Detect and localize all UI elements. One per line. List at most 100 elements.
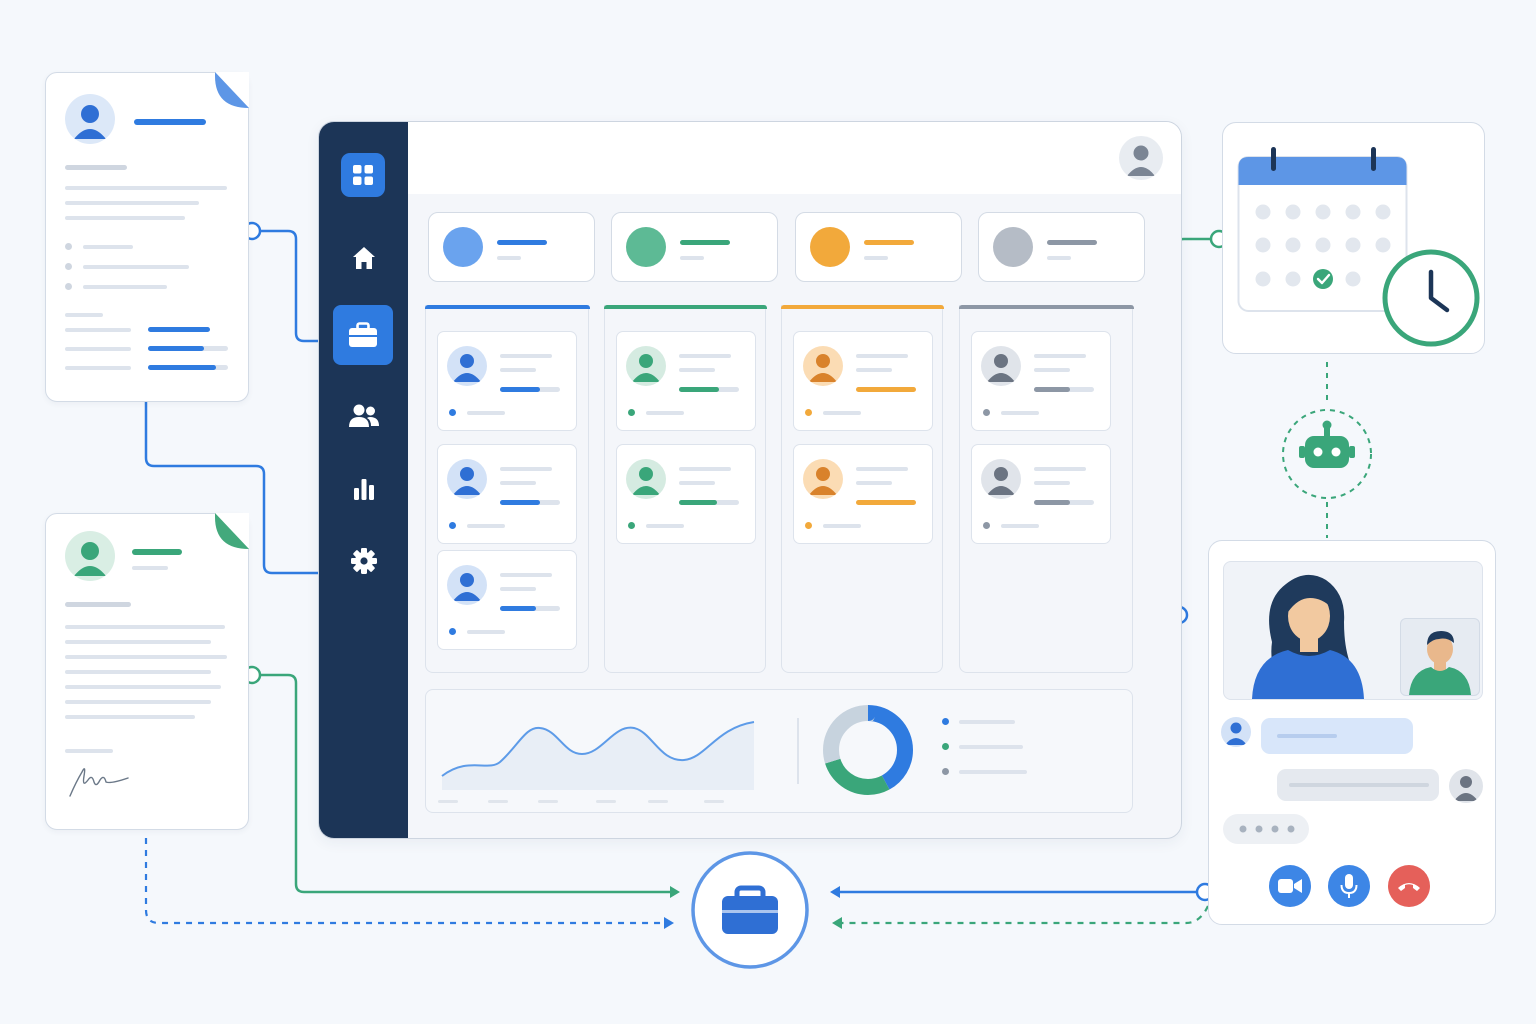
- skill-label: [65, 347, 131, 351]
- text-line: [132, 566, 168, 570]
- skill-label: [65, 366, 131, 370]
- bullet-dot: [65, 283, 72, 290]
- stat-indicator: [626, 227, 666, 267]
- candidate-card[interactable]: [437, 550, 577, 650]
- stat-card-green[interactable]: [611, 212, 778, 282]
- text-line: [65, 201, 199, 205]
- name-line: [1034, 354, 1086, 358]
- trend-line: [441, 721, 755, 777]
- mute-button[interactable]: [1328, 865, 1370, 907]
- candidate-card[interactable]: [793, 444, 933, 544]
- connector-letter-dashed-to-hub: [144, 838, 664, 925]
- recruiting-app-window: [318, 121, 1182, 839]
- connector-letter-to-hub: [252, 673, 670, 894]
- sidebar-item-candidates[interactable]: [341, 393, 387, 439]
- progress-fill: [500, 500, 540, 505]
- pipeline-column-interview: [780, 305, 944, 673]
- legend-line: [959, 745, 1023, 749]
- candidate-card[interactable]: [437, 331, 577, 431]
- status-dot: [628, 409, 635, 416]
- video-camera-icon: [1278, 879, 1302, 893]
- text-line: [65, 749, 113, 753]
- legend-line: [959, 720, 1015, 724]
- ai-assistant-node[interactable]: [1281, 408, 1373, 500]
- status-line: [823, 411, 861, 415]
- column-accent: [780, 305, 944, 309]
- resume-document[interactable]: [45, 72, 249, 402]
- text-line: [65, 715, 195, 719]
- candidate-avatar: [447, 459, 487, 499]
- stat-indicator: [810, 227, 850, 267]
- name-line: [134, 119, 206, 125]
- sidebar-item-jobs[interactable]: [333, 305, 393, 365]
- stat-value-line: [864, 240, 914, 245]
- sidebar-item-home[interactable]: [341, 235, 387, 281]
- status-dot: [449, 628, 456, 635]
- bullet-dot: [65, 263, 72, 270]
- candidate-card[interactable]: [971, 444, 1111, 544]
- chat-bubble-outgoing: [1277, 769, 1439, 801]
- progress-fill: [856, 387, 916, 392]
- briefcase-icon: [722, 885, 778, 934]
- sidebar-item-settings[interactable]: [341, 538, 387, 584]
- role-line: [679, 368, 715, 372]
- candidate-avatar: [803, 346, 843, 386]
- candidate-avatar: [981, 459, 1021, 499]
- interview-calendar-card[interactable]: [1222, 122, 1485, 354]
- text-line: [65, 700, 211, 704]
- cover-letter-document[interactable]: [45, 513, 249, 830]
- stat-card-orange[interactable]: [795, 212, 962, 282]
- candidate-card[interactable]: [793, 331, 933, 431]
- column-accent: [603, 305, 767, 309]
- stat-card-gray[interactable]: [978, 212, 1145, 282]
- candidate-card[interactable]: [437, 444, 577, 544]
- stat-indicator: [443, 227, 483, 267]
- name-line: [500, 467, 552, 471]
- calendar-icon: [1237, 147, 1408, 312]
- text-line: [65, 655, 227, 659]
- arrow-video-to-hub: [830, 886, 840, 898]
- pipeline-column-screening: [603, 305, 767, 673]
- candidate-avatar: [447, 346, 487, 386]
- video-toggle-button[interactable]: [1269, 865, 1311, 907]
- column-accent: [424, 305, 590, 309]
- chat-avatar-incoming: [1221, 717, 1251, 747]
- stat-indicator: [993, 227, 1033, 267]
- message-line: [1289, 783, 1429, 787]
- typing-dot: [1271, 825, 1279, 833]
- status-line: [467, 630, 505, 634]
- text-line: [65, 625, 225, 629]
- candidate-card[interactable]: [971, 331, 1111, 431]
- status-dot: [805, 522, 812, 529]
- progress-fill: [1034, 387, 1070, 392]
- video-interview-card[interactable]: [1208, 540, 1496, 925]
- candidate-avatar: [981, 346, 1021, 386]
- home-icon: [353, 247, 375, 269]
- sidebar-item-dashboard[interactable]: [341, 153, 385, 197]
- text-line: [83, 285, 167, 289]
- candidate-avatar: [626, 459, 666, 499]
- role-line: [856, 481, 892, 485]
- name-line: [1034, 467, 1086, 471]
- pipeline-column-applied: [424, 305, 590, 673]
- stat-card-blue[interactable]: [428, 212, 595, 282]
- end-call-button[interactable]: [1388, 865, 1430, 907]
- end-call-icon: [1398, 883, 1420, 891]
- app-topbar: [408, 122, 1181, 194]
- status-line: [467, 411, 505, 415]
- typing-indicator: [1223, 814, 1309, 844]
- sidebar-item-reports[interactable]: [341, 466, 387, 512]
- typing-dot: [1255, 825, 1263, 833]
- candidate-avatar: [447, 565, 487, 605]
- candidate-card[interactable]: [616, 331, 756, 431]
- user-avatar[interactable]: [1119, 136, 1163, 180]
- status-line: [1001, 524, 1039, 528]
- x-axis-ticks: [438, 800, 724, 803]
- arrow-letter-to-hub: [670, 886, 680, 898]
- role-line: [856, 368, 892, 372]
- connector-video-dashed-to-hub: [842, 905, 1209, 925]
- candidate-avatar: [803, 459, 843, 499]
- candidate-card[interactable]: [616, 444, 756, 544]
- candidate-avatar: [65, 531, 115, 581]
- central-hiring-hub[interactable]: [690, 850, 810, 970]
